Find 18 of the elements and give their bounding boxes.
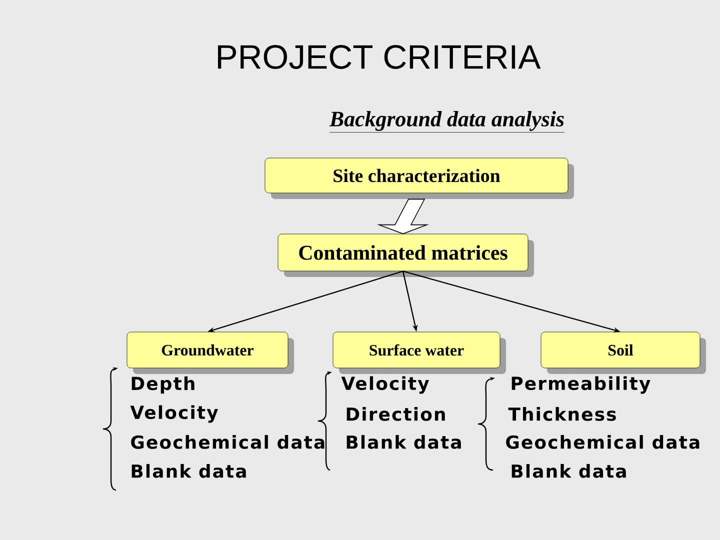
process-box: Contaminated matrices <box>278 234 534 277</box>
process-box: Groundwater <box>126 332 294 374</box>
list-item: Geochemical data <box>506 435 700 449</box>
list-item: Permeability <box>512 376 650 394</box>
list-item: Blank data <box>132 464 246 478</box>
title: PROJECT CRITERIA <box>218 45 541 69</box>
block-arrow <box>376 198 430 234</box>
process-box: Surface water <box>332 332 506 374</box>
list-item: Blank data <box>346 435 461 449</box>
list-item: Direction <box>346 407 445 421</box>
list-item: Velocity <box>130 405 218 423</box>
process-box: Site characterization <box>264 158 574 199</box>
list-item: Geochemical data <box>131 435 324 449</box>
list-item: Thickness <box>508 407 616 421</box>
process-box: Soil <box>540 332 706 374</box>
subtitle: Background data analysis <box>329 111 565 133</box>
list-item: Blank data <box>512 464 626 478</box>
list-item: Velocity <box>341 376 429 394</box>
